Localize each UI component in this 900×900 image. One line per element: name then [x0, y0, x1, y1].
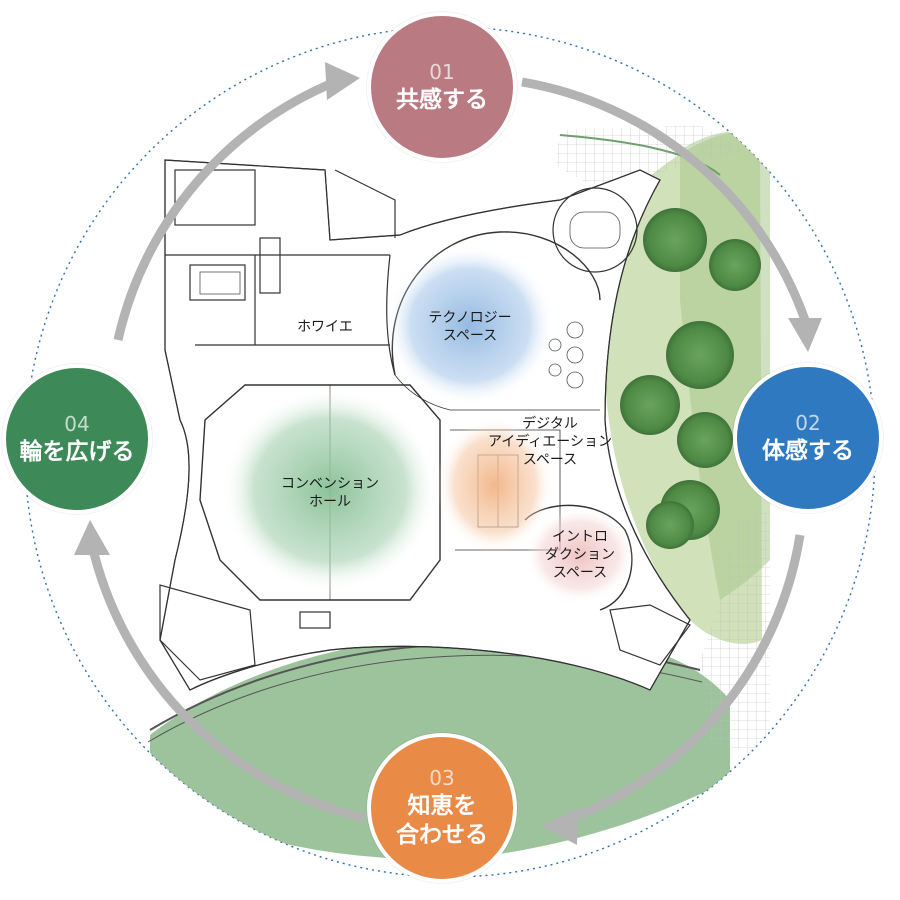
arrowheads	[74, 62, 822, 845]
step-label: 共感する	[396, 86, 488, 113]
room-label-technology-space: テクノロジー スペース	[428, 310, 512, 345]
step-number: 01	[429, 59, 455, 84]
step-03-circle: 03 知恵を 合わせる	[367, 733, 517, 883]
cycle-arrows	[87, 77, 810, 823]
step-number: 03	[429, 766, 455, 791]
introduction-space-glow	[525, 507, 635, 603]
room-label-foyer: ホワイエ	[297, 319, 353, 335]
step-label: 体感する	[762, 437, 854, 464]
step-04-circle: 04 輪を広げる	[2, 364, 152, 514]
room-label-introduction-space: イントロ ダクション スペース	[545, 529, 615, 582]
room-label-digital-ideation-space: デジタル アイディエーション スペース	[487, 416, 613, 469]
technology-space-glow	[385, 245, 555, 405]
step-label: 知恵を 合わせる	[396, 793, 488, 848]
room-label-convention-hall: コンベンション ホール	[281, 476, 379, 511]
step-number: 02	[795, 410, 821, 435]
step-01-circle: 01 共感する	[367, 12, 517, 162]
trees	[620, 208, 761, 549]
convention-hall-glow	[222, 388, 438, 592]
paving-right	[700, 510, 770, 760]
step-label: 輪を広げる	[19, 438, 135, 465]
step-02-circle: 02 体感する	[733, 363, 883, 513]
ideation-space-glow	[437, 417, 553, 553]
step-number: 04	[64, 411, 90, 436]
